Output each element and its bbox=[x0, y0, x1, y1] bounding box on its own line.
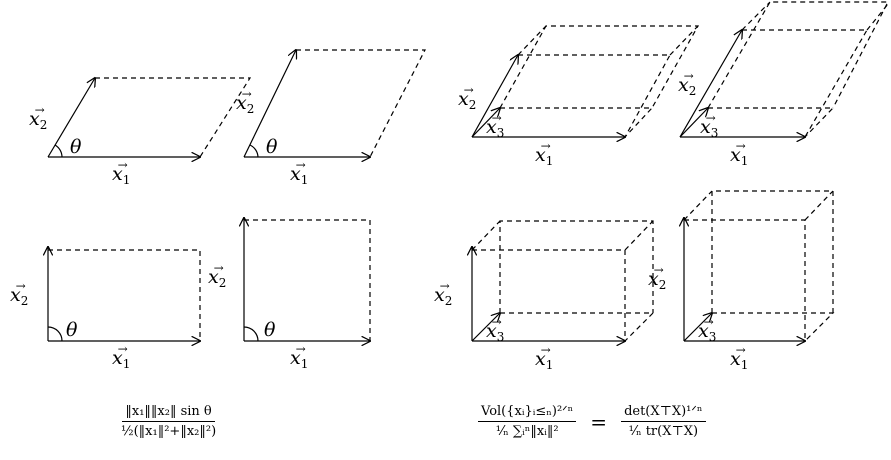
fraction-numerator: ‖x₁‖‖x₂‖ sin θ bbox=[122, 404, 215, 422]
label-x1: →x1 bbox=[290, 158, 309, 187]
angle-arc bbox=[249, 144, 259, 158]
label-x2: →x2 bbox=[208, 261, 227, 290]
label-x1: →x1 bbox=[730, 139, 749, 168]
angle-arc bbox=[243, 326, 259, 342]
fraction-numerator: det(X⊤X)¹ᐟⁿ bbox=[621, 404, 706, 422]
parallelogram-2d-b bbox=[243, 49, 426, 158]
label-x3: →x3 bbox=[486, 111, 505, 140]
vector-x3-arrow bbox=[471, 108, 500, 138]
vector-x2-arrow bbox=[47, 78, 95, 158]
dashed-completion bbox=[95, 77, 252, 158]
label-x1: →x1 bbox=[112, 158, 131, 187]
rectangle-2d-a bbox=[48, 247, 200, 341]
label-x2: →x2 bbox=[458, 83, 477, 112]
label-x1: →x1 bbox=[112, 342, 131, 371]
dashed-edges bbox=[707, 1, 889, 138]
vector-x2-arrow bbox=[243, 50, 296, 158]
label-x3: →x3 bbox=[486, 315, 505, 344]
label-x2: →x2 bbox=[678, 69, 697, 98]
formula-3d-ratio: Vol({xᵢ}ᵢ≤ₙ)²ᐟⁿ ¹⁄ₙ ∑ᵢⁿ‖xᵢ‖² = det(X⊤X)¹… bbox=[478, 404, 706, 439]
label-x1: →x1 bbox=[535, 139, 554, 168]
dashed-edges bbox=[499, 25, 700, 138]
fraction-lhs: Vol({xᵢ}ᵢ≤ₙ)²ᐟⁿ ¹⁄ₙ ∑ᵢⁿ‖xᵢ‖² bbox=[478, 404, 577, 439]
label-x1: →x1 bbox=[730, 343, 749, 372]
label-x2: →x2 bbox=[10, 279, 29, 308]
parallelepiped-3d-b bbox=[679, 1, 889, 138]
dashed-completion bbox=[296, 49, 426, 158]
label-x3: →x3 bbox=[700, 111, 719, 140]
fraction-denominator: ¹⁄ₙ ∑ᵢⁿ‖xᵢ‖² bbox=[495, 424, 559, 439]
label-x2: →x2 bbox=[434, 279, 453, 308]
parallelepiped-3d-a bbox=[471, 25, 700, 138]
label-x2: →x2 bbox=[648, 263, 667, 292]
vector-x3-arrow bbox=[679, 108, 708, 138]
dashed-completion bbox=[244, 219, 371, 341]
dashed-edges bbox=[683, 190, 835, 342]
angle-arc bbox=[54, 144, 63, 158]
fraction-rhs: det(X⊤X)¹ᐟⁿ ¹⁄ₙ tr(X⊤X) bbox=[621, 404, 706, 439]
parallelogram-2d-a bbox=[47, 77, 252, 158]
fraction-numerator: Vol({xᵢ}ᵢ≤ₙ)²ᐟⁿ bbox=[478, 404, 577, 422]
label-theta: θ bbox=[266, 136, 278, 158]
label-x2: →x2 bbox=[29, 103, 48, 132]
box-3d-b bbox=[683, 190, 835, 342]
dashed-edges bbox=[471, 220, 655, 342]
fraction: ‖x₁‖‖x₂‖ sin θ ½(‖x₁‖²+‖x₂‖²) bbox=[118, 404, 219, 439]
vector-x3-arrow bbox=[471, 313, 500, 342]
box-3d-a bbox=[471, 220, 655, 342]
fraction-denominator: ½(‖x₁‖²+‖x₂‖²) bbox=[121, 424, 217, 439]
label-theta: θ bbox=[264, 319, 276, 341]
label-x1: →x1 bbox=[535, 343, 554, 372]
rectangle-2d-b bbox=[244, 218, 370, 341]
equals-sign: = bbox=[590, 409, 608, 434]
vector-x2-arrow bbox=[471, 55, 518, 138]
label-x1: →x1 bbox=[290, 342, 309, 371]
label-x2: →x2 bbox=[236, 87, 255, 116]
vector-x2-arrow bbox=[679, 30, 742, 138]
fraction-denominator: ¹⁄ₙ tr(X⊤X) bbox=[628, 424, 699, 439]
angle-arc bbox=[47, 326, 63, 342]
label-theta: θ bbox=[66, 319, 78, 341]
label-theta: θ bbox=[70, 136, 82, 158]
label-x3: →x3 bbox=[698, 315, 717, 344]
vector-x3-arrow bbox=[683, 313, 712, 342]
formula-2d-ratio: ‖x₁‖‖x₂‖ sin θ ½(‖x₁‖²+‖x₂‖²) bbox=[118, 404, 219, 439]
